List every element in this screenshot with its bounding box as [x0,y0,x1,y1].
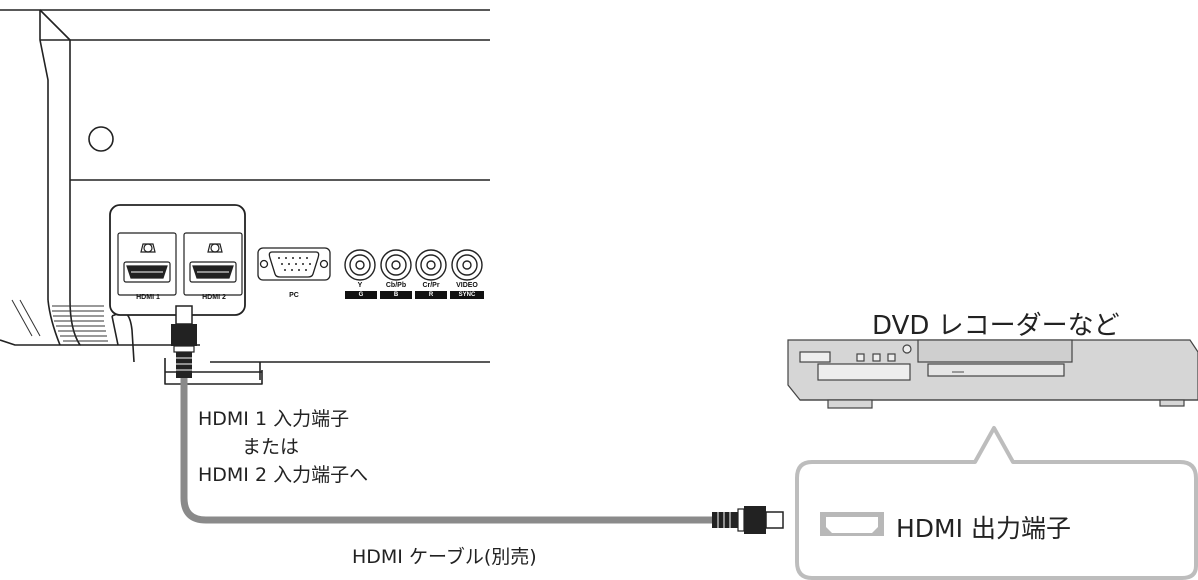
r-band-label: R [415,291,447,299]
y-port-label: Y [357,282,363,289]
dvd-recorder-title: DVD レコーダーなど [872,311,1120,341]
input-label-line1: HDMI 1 入力端子 [198,408,350,430]
hdmi-output-port-icon [820,512,884,536]
cb-port-label: Cb/Pb [385,282,407,289]
projector [0,9,490,385]
rca-jacks [344,249,483,281]
vent-slits [11,299,108,342]
video-port-label: VIDEO [456,282,478,289]
hdmi1-port-label: HDMI 1 [136,294,160,301]
input-label-line2: または [242,436,300,458]
hdmi1-port [117,232,177,296]
b-band-label: B [380,291,412,299]
dvd-recorder [787,339,1198,409]
g-band-label: G [345,291,377,299]
output-port-label: HDMI 出力端子 [896,514,1071,543]
sync-band-label: SYNC [450,291,484,299]
screw-hole [88,126,114,152]
pc-port [257,247,331,281]
cable-connector-dvd [712,506,784,534]
input-label-line3: HDMI 2 入力端子へ [198,464,369,486]
output-callout [795,426,1198,580]
pc-port-label: PC [289,292,299,299]
hdmi2-port [183,232,243,296]
cable-connector-projector [171,305,197,378]
hdmi-cable [180,372,724,524]
hdmi2-port-label: HDMI 2 [202,294,226,301]
cable-label: HDMI ケーブル(別売) [352,546,537,568]
cr-port-label: Cr/Pr [422,282,440,289]
